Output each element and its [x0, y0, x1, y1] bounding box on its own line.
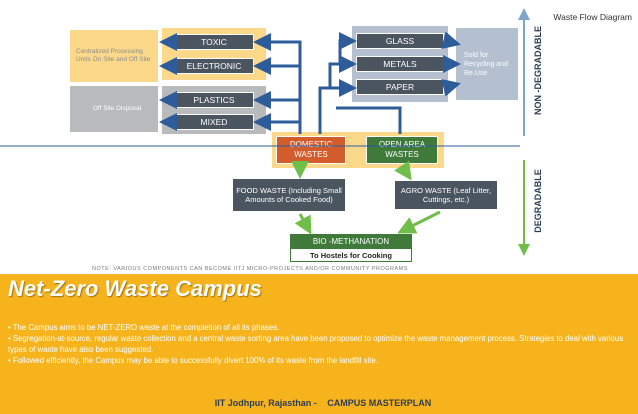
- agro-waste-box: AGRO WASTE (Leaf Litter, Cuttings, etc.): [394, 180, 498, 210]
- bullet-item: • The Campus aims to be NET-ZERO waste a…: [8, 323, 280, 332]
- bullet-item: • Followed efficiently, the Campus may b…: [8, 356, 378, 365]
- bullet-item: • Segregation-at-source, regular waste c…: [8, 334, 624, 354]
- metals-label: METALS: [383, 59, 417, 69]
- offsite-disposal-label: Off Site Disposal: [92, 105, 142, 112]
- electronic-label: ELECTRONIC: [186, 61, 242, 71]
- bullet-list: • The Campus aims to be NET-ZERO waste a…: [8, 322, 632, 366]
- food-waste-label: FOOD WASTE (Including Small Amounts of C…: [236, 186, 342, 204]
- domestic-wastes-label: DOMESTIC WASTES: [289, 140, 333, 159]
- food-waste-box: FOOD WASTE (Including Small Amounts of C…: [232, 178, 346, 212]
- banner-heading: Net-Zero Waste Campus: [8, 276, 262, 301]
- plastics-label: PLASTICS: [193, 95, 235, 105]
- offsite-disposal-block: Off Site Disposal: [70, 86, 158, 132]
- flow-arrows: [0, 8, 530, 256]
- summary-banner: Net-Zero Waste Campus • The Campus aims …: [0, 274, 638, 414]
- non-degradable-label: NON -DEGRADABLE: [533, 26, 543, 115]
- sold-for-recycling-box: Sold for Recycling and Re.Use: [456, 28, 518, 100]
- hostels-box: To Hostels for Cooking: [290, 248, 412, 262]
- footer-institution: IIT Jodhpur, Rajasthan -: [214, 398, 317, 408]
- centralized-processing-block: Centralized Processing Units On Site and…: [70, 30, 158, 82]
- bio-methanation-box: BIO -METHANATION: [290, 234, 412, 248]
- bio-methanation-label: BIO -METHANATION: [312, 236, 390, 246]
- waste-flow-diagram: Centralized Processing Units On Site and…: [0, 8, 632, 272]
- agro-waste-label: AGRO WASTE (Leaf Litter, Cuttings, etc.): [400, 186, 492, 204]
- glass-label: GLASS: [385, 36, 415, 46]
- centralized-processing-label: Centralized Processing Units On Site and…: [76, 48, 151, 63]
- hostels-label: To Hostels for Cooking: [310, 250, 392, 260]
- mixed-label: MIXED: [200, 117, 228, 127]
- toxic-label: TOXIC: [201, 37, 227, 47]
- degradable-label: DEGRADABLE: [533, 169, 543, 233]
- diagram-note: NOTE: VARIOUS COMPONENTS CAN BECOME IITJ…: [92, 266, 408, 272]
- paper-label: PAPER: [385, 82, 415, 92]
- open-area-wastes-label: OPEN AREA WASTES: [378, 140, 426, 159]
- sold-for-recycling-label: Sold for Recycling and Re.Use: [464, 51, 508, 77]
- domestic-wastes-box: DOMESTIC WASTES: [276, 136, 346, 164]
- open-area-wastes-box: OPEN AREA WASTES: [366, 136, 438, 164]
- footer: IIT Jodhpur, Rajasthan - CAMPUS MASTERPL…: [0, 398, 638, 408]
- diagram-title: Waste Flow Diagram: [553, 12, 632, 22]
- footer-masterplan: CAMPUS MASTERPLAN: [327, 398, 432, 408]
